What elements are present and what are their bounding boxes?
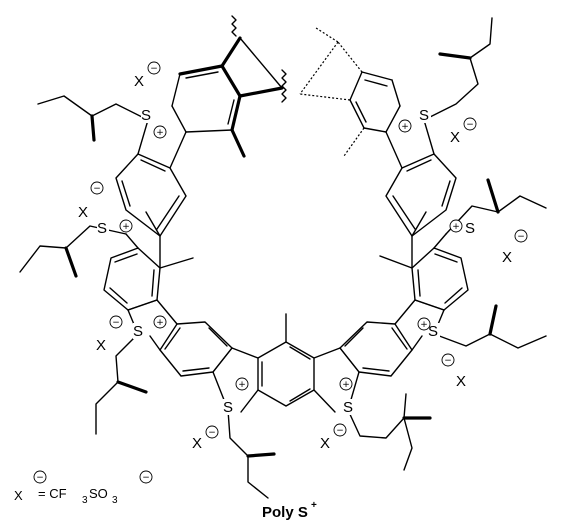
svg-text:+: + (452, 222, 460, 232)
thiophene-ring-left-middle (125, 211, 161, 269)
counterion-label: X − (441, 353, 466, 390)
legend-x: X (14, 488, 23, 503)
svg-text:+: + (156, 318, 164, 328)
side-chain-top-left (37, 95, 149, 142)
svg-text:X: X (502, 249, 512, 266)
svg-text:+: + (342, 380, 350, 390)
svg-text:+: + (420, 320, 428, 330)
sulfur-label: S (428, 323, 438, 340)
sulfur-label: S (465, 220, 475, 237)
minus-charge-icon: − (517, 232, 525, 242)
benzene-ring-top-right-dashed (299, 27, 401, 157)
thiophene-ring-right-middle (411, 211, 447, 269)
svg-text:X: X (320, 435, 330, 452)
minus-charge-icon: − (112, 318, 120, 328)
plus-charge-icon: + (398, 119, 412, 133)
counterion-label: X − (450, 117, 477, 146)
svg-text:−: − (36, 473, 44, 483)
minus-charge-icon: − (208, 428, 216, 438)
caption-name: Poly S (262, 504, 308, 521)
legend-subscript: 3 (82, 495, 88, 506)
sulfur-atoms: S S S S S S S S (97, 107, 477, 416)
positive-charges: + + + + + + + + (119, 119, 463, 391)
benzene-ring-left-middle (103, 247, 194, 311)
sulfur-label: S (223, 399, 233, 416)
minus-charge-icon (139, 470, 153, 484)
thiophene-ring-top-left (137, 105, 187, 169)
counterion-label: X − (78, 181, 104, 221)
thiophene-ring-bottom-left (212, 347, 259, 413)
svg-text:X: X (450, 129, 460, 146)
methyl-bond (159, 257, 194, 269)
svg-text:X: X (134, 73, 144, 90)
minus-charge-icon: − (150, 64, 158, 74)
side-chain-left-middle (19, 225, 127, 278)
sulfur-label: S (97, 220, 107, 237)
benzene-ring-bottom-right (339, 321, 413, 377)
side-chain-lower-right (433, 304, 547, 349)
side-chain-right-middle (445, 178, 547, 235)
methyl-bond (379, 255, 413, 269)
minus-charge-icon: − (336, 426, 344, 436)
plus-charge-icon: + (449, 219, 463, 233)
svg-text:+: + (156, 128, 164, 138)
legend-formula-so: SO (89, 486, 108, 501)
minus-charge-icon: − (444, 356, 452, 366)
minus-charge-icon: − (93, 184, 101, 194)
polymer-caption: Poly S + (262, 500, 317, 521)
plus-charge-icon: + (119, 219, 133, 233)
legend-subscript: 3 (112, 495, 118, 506)
counterion-label: X − (502, 229, 528, 266)
methyl-bond (230, 128, 246, 158)
svg-text:−: − (142, 473, 150, 483)
side-chain-top-right (423, 17, 493, 121)
minus-charge-icon: − (466, 120, 474, 130)
side-chain-bottom-left (227, 409, 276, 499)
svg-text:X: X (456, 373, 466, 390)
benzene-ring-right-upper (385, 153, 457, 237)
plus-charge-icon: + (417, 317, 431, 331)
svg-text:+: + (401, 122, 409, 132)
svg-text:X: X (96, 337, 106, 354)
sulfur-label: S (343, 399, 353, 416)
svg-text:X: X (78, 204, 88, 221)
plus-charge-icon: + (339, 377, 353, 391)
counterions: X − X − X − X − X − X − X − X − (78, 61, 528, 452)
central-benzene-ring (257, 313, 315, 407)
minus-charge-icon (33, 470, 47, 484)
plus-charge-icon: + (235, 377, 249, 391)
side-chain-bottom-right (347, 393, 432, 471)
counterion-label: X − (192, 425, 219, 452)
sulfur-label: S (133, 323, 143, 340)
side-chain-lower-left (95, 333, 148, 435)
benzene-ring-top-left-bold (171, 15, 287, 158)
svg-text:+: + (122, 222, 130, 232)
sulfur-label: S (419, 107, 429, 124)
counterion-legend: X − = CF 3 SO 3 − (14, 470, 153, 506)
counterion-label: X − (96, 315, 123, 354)
svg-text:X: X (192, 435, 202, 452)
svg-text:+: + (238, 380, 246, 390)
counterion-label: X − (320, 423, 347, 452)
benzene-ring-bottom-left (159, 321, 233, 377)
counterion-label: X − (134, 61, 161, 90)
thiophene-ring-top-right (385, 105, 435, 169)
caption-superscript: + (311, 500, 317, 511)
plus-charge-icon: + (153, 125, 167, 139)
sulfur-label: S (141, 107, 151, 124)
benzene-ring-right-middle (379, 247, 469, 311)
legend-formula-cf: = CF (38, 486, 67, 501)
plus-charge-icon: + (153, 315, 167, 329)
